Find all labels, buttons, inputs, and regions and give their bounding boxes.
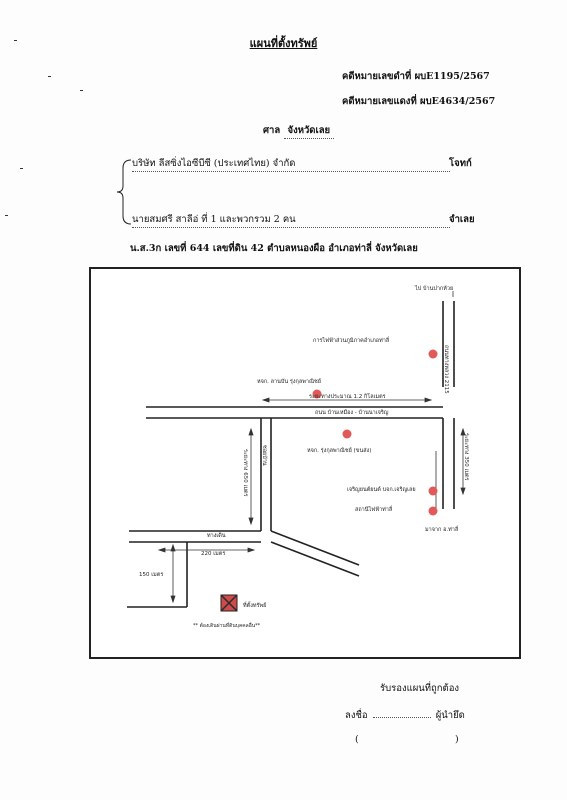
scan-speck xyxy=(5,215,8,216)
label-shop3: เจริญยนต์ยนต์ บจก.เจริญเลย xyxy=(347,486,416,493)
label-station: สถานีไฟฟ้าท่าลี่ xyxy=(355,505,392,513)
label-main-road: ถนนทางหลวง 2115 xyxy=(443,345,449,394)
deed-line: น.ส.3ก เลขที่ 644 เลขที่ดิน 42 ตำบลหนองผ… xyxy=(130,243,418,254)
label-from-south: มาจาก อ.ท่าลี่ xyxy=(425,525,458,533)
court-name: จังหวัดเลย xyxy=(283,123,335,139)
signature-blank xyxy=(372,717,431,718)
defendant-name: นายสมศรี สาลีอ่ ที่ 1 และพวกรวม 2 คน xyxy=(132,212,450,228)
property-symbol xyxy=(220,594,238,612)
red-case-number: คดีหมายเลขแดงที่ ผบE4634/2567 xyxy=(342,96,496,107)
party-brace xyxy=(116,159,132,225)
scan-speck xyxy=(80,90,83,91)
marker-shop3 xyxy=(428,486,438,496)
sign-label: ลงชื่อ xyxy=(345,710,368,721)
location-map: ไป บ้านปากห้วย การไฟฟ้าส่วนภูมิภาคอำเภอท… xyxy=(89,267,521,659)
label-dist-220: 220 เมตร xyxy=(201,551,225,557)
scan-speck xyxy=(14,40,17,41)
label-electric-office: การไฟฟ้าส่วนภูมิภาคอำเภอท่าลี่ xyxy=(313,336,389,344)
dimension-arrows xyxy=(157,291,466,604)
label-property: ที่ตั้งทรัพย์ xyxy=(243,601,267,609)
label-cross-road: ถนน บ้านเหมือง - บ้านนาเจริญ xyxy=(315,409,389,416)
label-shop1: หจก. ลานบัน รุ่งกุลพาณิชย์ xyxy=(257,378,321,385)
label-left-dist: ระยะทาง 650 เมตร xyxy=(242,449,248,497)
black-case-number: คดีหมายเลขดำที่ ผบE1195/2567 xyxy=(342,71,490,82)
label-right-dist: ระยะทาง 350 เมตร xyxy=(463,433,469,481)
label-lane: ซอยบ้าน xyxy=(261,445,268,466)
court-line: ศาล จังหวัดเลย xyxy=(263,123,335,139)
court-label: ศาล xyxy=(263,125,281,136)
marker-shop2 xyxy=(342,429,352,439)
defendant-role: จำเลย xyxy=(449,214,475,225)
scan-speck xyxy=(48,76,51,77)
signature-line: ลงชื่อ ผู้นำยึด xyxy=(345,708,465,723)
plaintiff-name: บริษัท ลีสซิ่งไอซีบีซี (ประเทศไทย) จำกัด xyxy=(132,156,450,172)
paren-close: ) xyxy=(455,734,459,745)
defendant-line: นายสมศรี สาลีอ่ ที่ 1 และพวกรวม 2 คน จำเ… xyxy=(132,212,475,228)
marker-station xyxy=(428,506,438,516)
label-dist-150: 150 เมตร xyxy=(139,572,163,578)
map-drawing: ไป บ้านปากห้วย การไฟฟ้าส่วนภูมิภาคอำเภอท… xyxy=(127,285,469,629)
label-shop2: หจก. รุ่งกุลพาณิชย์ (ขนส่ง) xyxy=(307,447,371,454)
signer-role: ผู้นำยึด xyxy=(435,710,465,721)
roads xyxy=(127,301,455,608)
label-distance: ระยะทางประมาณ 1.2 กิโลเมตร xyxy=(309,392,386,400)
map-labels: ไป บ้านปากห้วย การไฟฟ้าส่วนภูมิภาคอำเภอท… xyxy=(139,285,469,629)
document-title: แผนที่ตั้งทรัพย์ xyxy=(249,37,318,50)
plaintiff-line: บริษัท ลีสซิ่งไอซีบีซี (ประเทศไทย) จำกัด… xyxy=(132,156,472,172)
label-junction: ทางเดิน xyxy=(207,532,226,539)
scan-speck xyxy=(20,168,23,169)
label-note: ** ต้องเดินผ่านที่ดินบุคคลอื่น** xyxy=(193,622,261,629)
plaintiff-role: โจทก์ xyxy=(449,158,472,169)
certify-text: รับรองแผนที่ถูกต้อง xyxy=(380,683,460,694)
marker-electric-office xyxy=(428,349,438,359)
paren-open: ( xyxy=(355,734,359,745)
markers xyxy=(312,349,438,516)
label-to-north: ไป บ้านปากห้วย xyxy=(414,285,453,292)
marker-shop1 xyxy=(312,389,322,399)
